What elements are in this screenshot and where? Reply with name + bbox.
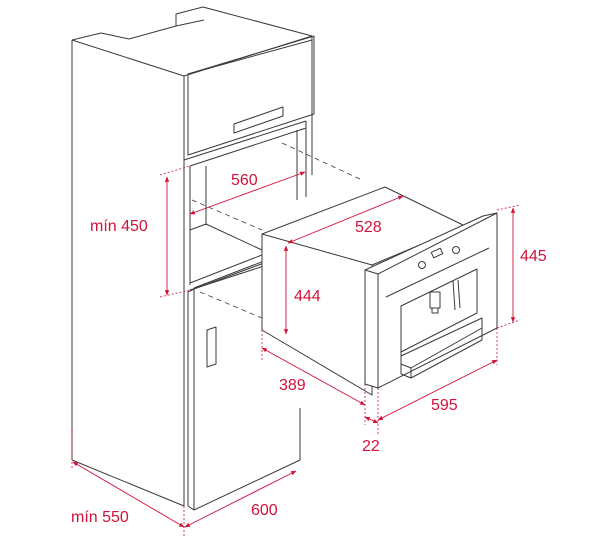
dimension-lines [71, 165, 521, 538]
door-handle [206, 326, 217, 368]
knob-right-icon [452, 246, 460, 254]
label-body-height: 444 [294, 288, 321, 305]
label-front-width: 595 [431, 397, 458, 414]
label-cabinet-width: 600 [251, 502, 278, 519]
display-icon [430, 247, 444, 259]
niche [183, 120, 363, 319]
label-niche-width: 560 [231, 172, 258, 189]
label-front-height: 445 [520, 248, 547, 265]
knob-left-icon [418, 261, 426, 269]
upper-drawer [187, 35, 315, 156]
label-niche-height-min: mín 450 [90, 218, 148, 235]
label-body-depth: 389 [279, 377, 306, 394]
label-front-thickness: 22 [362, 438, 380, 455]
label-cabinet-depth-min: mín 550 [71, 509, 129, 526]
label-body-width: 528 [355, 219, 382, 236]
drawer-handle [233, 106, 284, 134]
